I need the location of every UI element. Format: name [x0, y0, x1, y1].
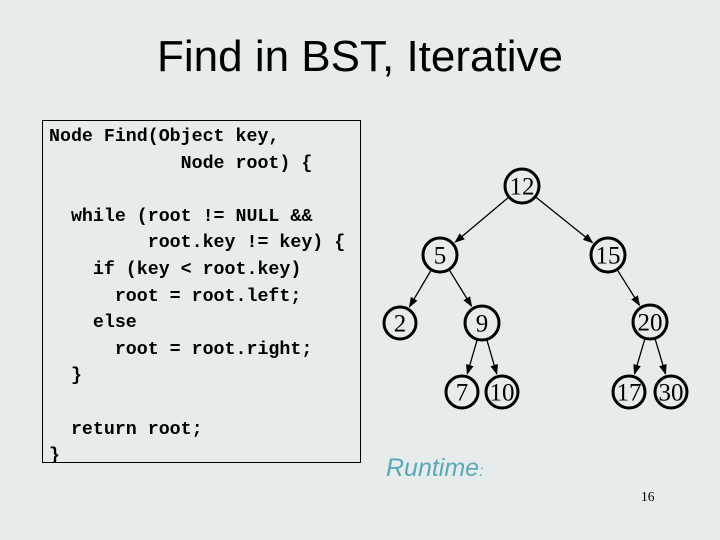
- tree-node-label-20: 20: [638, 310, 663, 337]
- tree-node-label-17: 17: [617, 380, 642, 407]
- tree-edges: [408, 196, 667, 376]
- tree-edge-20-17: [633, 339, 646, 376]
- tree-edge-12-5: [454, 197, 509, 243]
- tree-node-label-9: 9: [476, 311, 489, 338]
- tree-nodes: 12 5 15 2 9 20 7 10 17 30: [382, 167, 689, 410]
- page-number: 16: [641, 489, 655, 504]
- tree-edge-9-10: [486, 340, 498, 376]
- page-title: Find in BST, Iterative: [157, 32, 563, 81]
- tree-node-label-2: 2: [394, 311, 407, 338]
- tree-edge-5-2: [408, 270, 432, 308]
- code-text: Node Find(Object key, Node root) { while…: [49, 127, 346, 463]
- tree-edge-15-20: [617, 269, 641, 307]
- tree-node-circle-15: [589, 236, 627, 274]
- runtime-colon: :: [479, 463, 484, 480]
- tree-node-label-12: 12: [510, 174, 535, 201]
- runtime-text: Runtime: [386, 454, 480, 482]
- tree-node-circle-9: [463, 304, 501, 342]
- tree-node-label-5: 5: [434, 243, 447, 270]
- tree-node-circle-5: [421, 236, 459, 274]
- tree-node-label-30: 30: [659, 380, 684, 407]
- tree-node-circle-10: [484, 374, 520, 410]
- tree-edge-9-7: [466, 340, 478, 376]
- tree-node-circle-30: [653, 374, 689, 410]
- tree-node-label-7: 7: [456, 380, 469, 407]
- tree-node-circle-17: [611, 374, 647, 410]
- code-box: Node Find(Object key, Node root) { while…: [42, 120, 361, 463]
- tree-edge-5-9: [448, 269, 473, 308]
- tree-node-circle-7: [444, 374, 480, 410]
- tree-node-circle-2: [382, 305, 418, 341]
- tree-edge-20-30: [654, 339, 667, 376]
- tree-node-circle-20: [631, 303, 669, 341]
- tree-node-label-10: 10: [490, 380, 515, 407]
- runtime-label: Runtime:: [386, 456, 484, 484]
- tree-node-circle-12: [503, 167, 541, 205]
- tree-node-label-15: 15: [596, 243, 621, 270]
- tree-edge-12-15: [535, 196, 594, 244]
